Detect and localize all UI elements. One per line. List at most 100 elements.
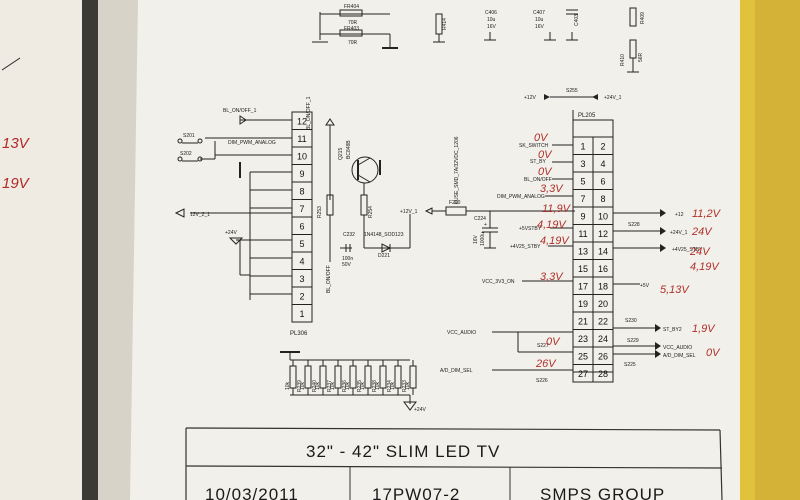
pl205-s229: S229 (627, 338, 639, 344)
top-section: FR404 70R FR403 70R R414 C406 10u 16V C4… (312, 4, 646, 73)
pl306-pin-number: 1 (299, 309, 304, 319)
c407-voltage: 16V (535, 24, 545, 30)
pl205-pin-number-right: 6 (600, 177, 605, 187)
pl205-pin-number-right: 4 (600, 159, 605, 169)
res-bank-value: 10k (345, 381, 351, 390)
pl205-r-5v: +5V (640, 283, 650, 289)
r410-label: R410 (620, 54, 626, 66)
res-bank-value: 10k (405, 381, 411, 390)
c232-label: C232 (343, 232, 355, 238)
res-bank-name: R233 (402, 380, 408, 392)
pl205-pin-number-left: 5 (580, 177, 585, 187)
binder-strip (98, 0, 138, 500)
pl205-vcc3v3: VCC_3V3_ON (482, 279, 515, 285)
res-bank-name: R236 (342, 380, 348, 392)
pl205-pin-number-left: 13 (578, 247, 588, 257)
c224-label: C224 (474, 216, 486, 222)
r410-value: 56R (638, 52, 644, 62)
pl205-s227: S227 (537, 343, 549, 349)
12v-1-label: +12V_1 (400, 209, 418, 215)
title-text: 32" - 42" SLIM LED TV (306, 442, 500, 461)
pl205-pin-number-left: 15 (578, 264, 588, 274)
hand-r-11v2: 11,2V (692, 208, 722, 220)
schematic-sheet (130, 0, 745, 500)
pl205-vcc-audio: VCC_AUDIO (447, 330, 476, 336)
pl306-pin-number: 6 (299, 221, 304, 231)
hand-r-5v13: 5,13V (660, 284, 690, 296)
pl306-name: PL306 (290, 331, 308, 337)
pl205-name: PL205 (578, 113, 596, 119)
pl205-pin-number-right: 16 (598, 264, 608, 274)
hand-r-0v: 0V (706, 347, 721, 359)
handwritten-values: 0V 0V 0V 3,3V 11,9V 4,19V 4,19V 3,3V 0V … (534, 132, 722, 370)
pl205-pin-number-right: 26 (598, 352, 608, 362)
fr403-label: FR403 (344, 26, 359, 32)
c224-capacitance: 1000u (480, 232, 486, 246)
fuse-part: FUSE_SMD_7A/32VDC_1206 (454, 136, 460, 204)
title-date: 10/03/2011 (205, 485, 299, 500)
pl205-s230: S230 (625, 318, 637, 324)
pl205-pin-number-right: 10 (598, 212, 608, 222)
s201-label: S201 (183, 133, 195, 139)
hand-3v3-b: 3,3V (540, 271, 564, 283)
pl205-r-st-by2: ST_BY2 (663, 327, 682, 333)
c403-label: C403 (574, 14, 580, 26)
right-yellow-shadow (755, 0, 800, 500)
r254-label: R254 (368, 206, 374, 218)
res-bank-value: 10k (330, 381, 336, 390)
s202-label: S202 (180, 151, 192, 157)
pl205-pin-number-right: 22 (598, 317, 608, 327)
hand-3v3: 3,3V (540, 183, 564, 195)
pl205-pin-number-left: 19 (578, 299, 588, 309)
res-bank-value: 10k (300, 381, 306, 390)
pl205-r-vcc-audio: VCC_AUDIO (663, 345, 692, 351)
c406-value: 10u (487, 17, 496, 23)
res-bank-name: R237 (327, 380, 333, 392)
d221-part: 1N4148_SOD123 (364, 232, 404, 238)
c407-label: C407 (533, 10, 545, 16)
hand-r-1v9: 1,9V (692, 323, 716, 335)
c406-voltage: 16V (487, 24, 497, 30)
hand-4v19-b: 4,19V (540, 235, 570, 247)
res-bank-24v: +24V (414, 407, 426, 413)
pl205-top-12v: +12V (524, 95, 536, 101)
pl306-dim-label: DIM_PWM_ANALOG (228, 140, 276, 146)
bl-on-top-label: BL_ON/OFF_1 (306, 96, 312, 130)
res-bank-name: R238 (372, 380, 378, 392)
pl205-pin-number-right: 24 (598, 334, 608, 344)
pl205-pin-number-left: 7 (580, 194, 585, 204)
hand-r-4v19: 4,19V (690, 261, 720, 273)
pl306-12v-label: 12V_2_1 (190, 212, 210, 218)
pl306-pin-number: 7 (299, 204, 304, 214)
r409-label: R409 (640, 12, 646, 24)
pl306-pin-number: 11 (297, 134, 306, 144)
q215-label: Q215 (338, 148, 344, 160)
c232-value: 100n (342, 256, 353, 262)
pl205-5vstby: +5VSTBY (519, 226, 542, 232)
pl306-pin-number: 4 (299, 256, 304, 266)
pl205-s226: S226 (536, 378, 548, 384)
pl205-pin-number-left: 17 (578, 282, 588, 292)
pl205-pin-number-right: 14 (598, 247, 608, 257)
pl205-s228: S228 (628, 222, 640, 228)
pl306-pin-number: 2 (299, 291, 304, 301)
pl205-pin-number-left: 1 (580, 142, 585, 152)
pl205-bl-on: BL_ON/OFF (524, 177, 552, 183)
pl205-pin-number-left: 9 (580, 212, 585, 222)
hand-s-26v: 26V (535, 358, 557, 370)
c407-value: 10u (535, 17, 544, 23)
pl205-sk-switch: SK_SWITCH (519, 143, 549, 149)
pl205-r-24v: +24V_1 (670, 230, 688, 236)
pl205-pin-number-left: 3 (580, 159, 585, 169)
middle-section: BL_ON/OFF_1 Q215 BC848B R253 R254 C232 1… (306, 96, 575, 293)
pl306-pin-cell (291, 304, 313, 323)
pl306-pin-number: 12 (297, 116, 307, 126)
c232-voltage: 50V (342, 262, 352, 268)
pl205-dim: DIM_PWM_ANALOG (497, 194, 545, 200)
handwritten-left-13v: 13V (2, 135, 31, 152)
pl205-4v25: +4V25_STBY (510, 244, 541, 250)
fr404-value: 70R (348, 20, 358, 26)
hand-4v19-a: 4,19V (537, 219, 567, 231)
pl205-pin-number-right: 8 (600, 194, 605, 204)
